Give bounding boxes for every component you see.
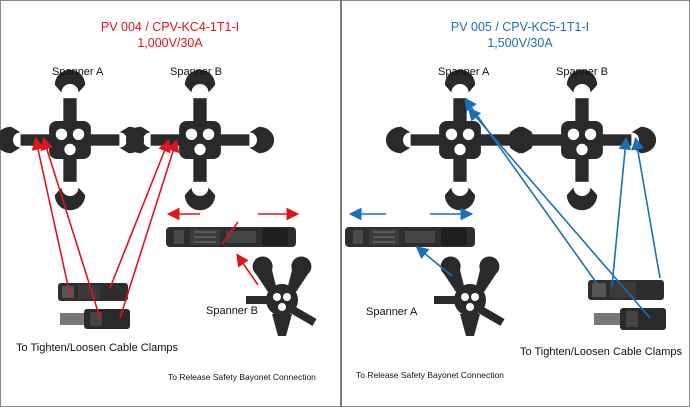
right-title-rating: 1,500V/30A (487, 36, 553, 50)
right-bayonet-caption: To Release Safety Bayonet Connection (356, 370, 504, 380)
right-spanner-b-label: Spanner B (556, 66, 608, 78)
left-spanner-b-label: Spanner B (170, 66, 222, 78)
left-spanner-b (125, 69, 275, 211)
right-title-model: PV 005 / CPV-KC5-1T1-I (450, 20, 590, 34)
left-title-model: PV 004 / CPV-KC4-1T1-I (100, 20, 240, 34)
left-clamps-caption: To Tighten/Loosen Cable Clamps (16, 342, 179, 354)
left-bayonet-caption: To Release Safety Bayonet Connection (168, 372, 316, 382)
left-bayonet-connector (165, 226, 297, 248)
left-spanner-a (0, 69, 145, 211)
right-clamps-caption: To Tighten/Loosen Cable Clamps (520, 346, 683, 358)
right-blue-arrows (348, 97, 661, 319)
left-title-rating: 1,000V/30A (137, 36, 203, 50)
right-spanner-a-small (434, 256, 505, 336)
right-cable-connectors (588, 280, 666, 330)
right-spanner-a-label: Spanner A (438, 66, 490, 78)
left-spanner-b-small (246, 256, 317, 336)
panel-divider (340, 0, 342, 407)
right-bayonet-connector (344, 226, 476, 248)
right-spanner-a-lower-label: Spanner A (366, 306, 418, 318)
left-spanner-a-label: Spanner A (52, 66, 104, 78)
left-red-arrows (31, 136, 300, 319)
left-spanner-b-lower-label: Spanner B (206, 305, 258, 317)
